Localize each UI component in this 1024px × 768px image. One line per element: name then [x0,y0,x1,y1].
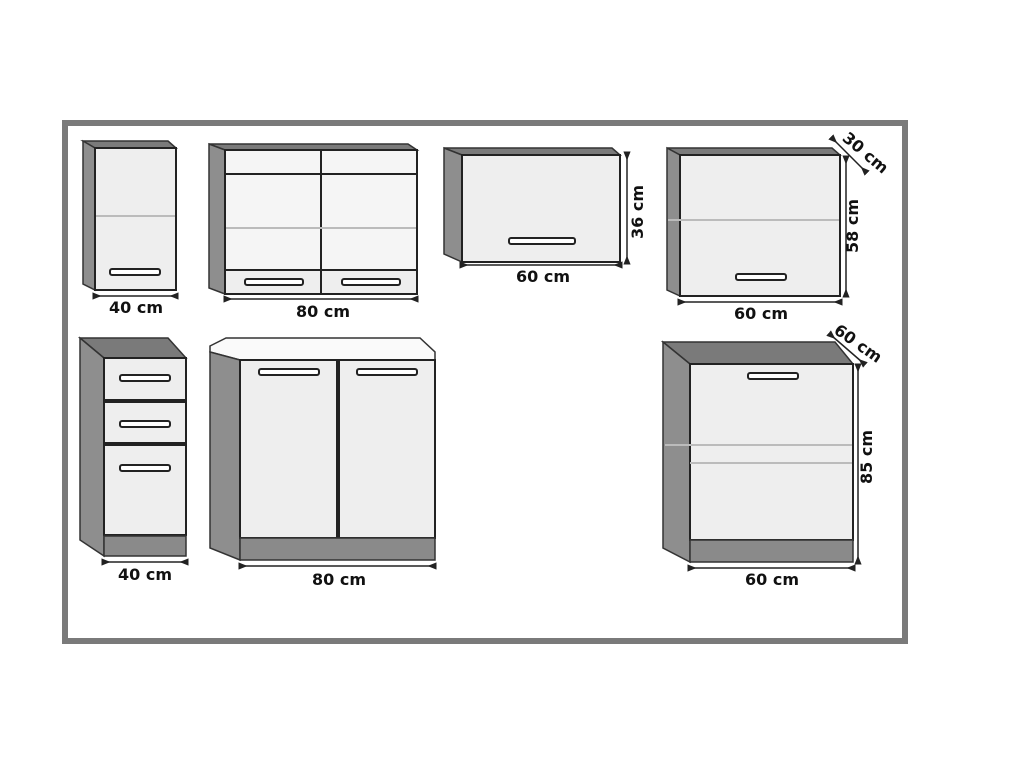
width-label: 80 cm [312,570,366,589]
base-drawer-cabinet-40: 40 cm [77,336,189,584]
height-label: 85 cm [857,430,876,484]
handle-icon [109,268,161,276]
handle-icon [735,273,787,281]
handle-icon [747,372,799,380]
wall-cabinet-40: 40 cm [80,139,179,317]
handle-icon [356,368,418,376]
width-label: 60 cm [516,267,570,286]
height-label: 58 cm [843,199,862,253]
width-label: 80 cm [296,302,350,321]
width-label: 60 cm [745,570,799,589]
base-cabinet-80: 80 cm [209,337,437,589]
height-label: 36 cm [628,185,647,239]
handle-icon [119,420,171,428]
wall-glass-cabinet-80: 80 cm [208,142,420,321]
handle-icon [119,374,171,382]
handle-icon [244,278,304,286]
handle-icon [508,237,576,245]
handle-icon [119,464,171,472]
width-label: 40 cm [118,565,172,584]
wall-flap-cabinet-60: 36 cm 60 cm [443,146,647,286]
handle-icon [341,278,401,286]
handle-icon [258,368,320,376]
width-label: 60 cm [734,304,788,323]
width-label: 40 cm [109,298,163,317]
